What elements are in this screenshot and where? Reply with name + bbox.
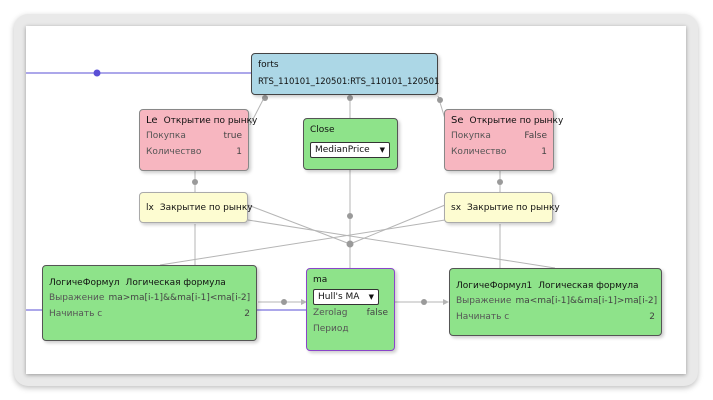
node-se-label: Количество (451, 147, 507, 157)
node-logic-2-title: Логическая формула (538, 281, 639, 291)
chevron-down-icon: ▼ (368, 293, 374, 301)
node-le-label: Количество (146, 147, 202, 157)
node-forts[interactable]: forts RTS_110101_120501:RTS_110101_12050… (251, 53, 440, 95)
node-lx-short: lx (146, 203, 154, 213)
node-logic-2-short: ЛогичеФормул1 (456, 281, 533, 291)
node-se-value: 1 (541, 147, 547, 157)
node-ma[interactable]: ma Hull's MA ▼ Zerolag false Период (306, 268, 395, 351)
node-se[interactable]: Se Открытие по рынку Покупка False Количе… (444, 109, 563, 171)
node-logic-1-label: Выражение (49, 293, 105, 303)
node-logic-1-value: ma>ma[i-1]&&ma[i-1]<ma[i-2] (108, 293, 251, 303)
node-ma-select-value: Hull's MA (318, 292, 360, 302)
node-sx-title: Закрытие по рынку (467, 203, 560, 213)
node-se-title: Открытие по рынку (469, 116, 564, 126)
node-se-label: Покупка (451, 131, 491, 141)
node-logic-1[interactable]: ЛогичеФормул Логическая формула Выражени… (42, 265, 257, 341)
node-logic-1-title: Логическая формула (125, 278, 226, 288)
node-ma-value: false (366, 308, 388, 318)
node-ma-title: ma (313, 275, 328, 285)
node-logic-2[interactable]: ЛогичеФормул1 Логическая формула Выражен… (449, 268, 662, 336)
node-ma-label: Период (313, 324, 349, 334)
node-le-title: Открытие по рынку (163, 116, 258, 126)
node-logic-2-value: 2 (649, 312, 655, 322)
node-sx-short: sx (451, 203, 462, 213)
node-lx[interactable]: lx Закрытие по рынку (139, 192, 253, 223)
node-le[interactable]: Le Открытие по рынку Покупка true Количес… (139, 109, 257, 171)
node-se-short: Se (451, 115, 464, 126)
chevron-down-icon: ▼ (379, 146, 385, 154)
node-sx[interactable]: sx Закрытие по рынку (444, 192, 560, 223)
node-close-select-value: MedianPrice (315, 145, 370, 155)
node-forts-title: forts (258, 60, 279, 70)
node-close-title: Close (310, 125, 335, 135)
node-le-value: 1 (236, 147, 242, 157)
node-se-value: False (524, 131, 547, 141)
node-logic-1-short: ЛогичеФормул (49, 278, 120, 288)
node-lx-title: Закрытие по рынку (159, 203, 253, 213)
node-ma-select[interactable]: Hull's MA ▼ (313, 289, 379, 305)
node-ma-label: Zerolag (313, 308, 348, 318)
node-forts-value: RTS_110101_120501:RTS_110101_120501 (258, 77, 440, 87)
node-le-value: true (223, 131, 242, 141)
node-logic-2-label: Начинать с (456, 312, 510, 322)
node-close[interactable]: Close MedianPrice ▼ (303, 118, 398, 170)
node-close-select[interactable]: MedianPrice ▼ (310, 142, 390, 158)
node-logic-1-value: 2 (244, 309, 250, 319)
node-logic-1-label: Начинать с (49, 309, 103, 319)
node-logic-2-label: Выражение (456, 296, 512, 306)
node-le-short: Le (146, 115, 158, 126)
node-logic-2-value: ma<ma[i-1]&&ma[i-1]>ma[i-2] (515, 296, 658, 306)
node-le-label: Покупка (146, 131, 186, 141)
